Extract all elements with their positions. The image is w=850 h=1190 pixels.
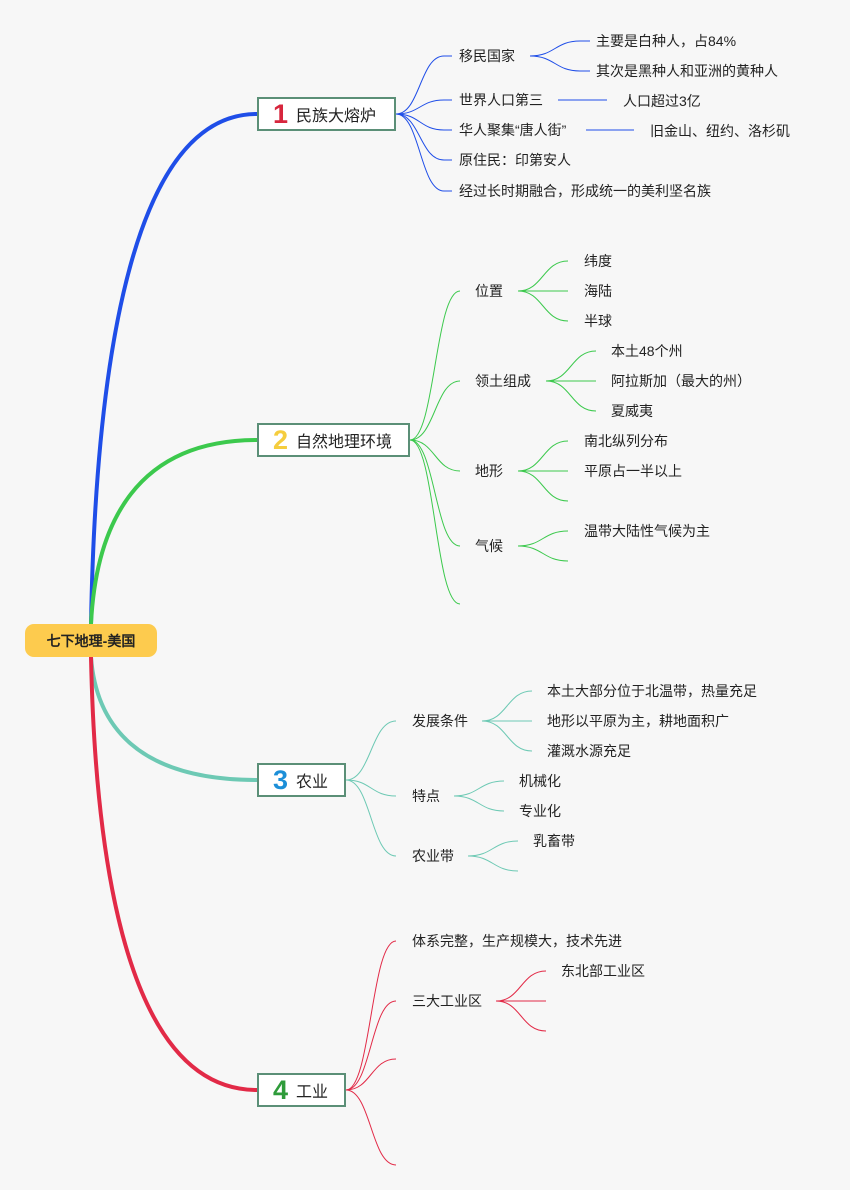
- branch4-connector-2: [345, 1058, 397, 1091]
- topic-features[interactable]: 特点: [412, 788, 440, 804]
- b3-dev-0: [481, 690, 533, 722]
- branch-topic-ethnic-melting-pot[interactable]: 1 民族大熔炉: [257, 97, 396, 131]
- topic-immigrant-country[interactable]: 移民国家: [459, 48, 515, 64]
- b2-terr-0: [517, 440, 569, 472]
- topic-specialization[interactable]: 专业化: [519, 803, 561, 819]
- topic-three-industrial-zones[interactable]: 三大工业区: [412, 993, 482, 1009]
- branch2-connector-3: [409, 439, 461, 547]
- topic-black-and-asian[interactable]: 其次是黑种人和亚洲的黄种人: [596, 63, 778, 79]
- topic-third-population[interactable]: 世界人口第三: [459, 92, 543, 108]
- topic-chinatown-cities[interactable]: 旧金山、纽约、洛杉矶: [650, 123, 790, 139]
- branch2-connector-0: [409, 290, 461, 441]
- b2-ter-2: [545, 380, 597, 412]
- topic-complete-system[interactable]: 体系完整，生产规模大，技术先进: [412, 933, 622, 949]
- b2-ter-0: [545, 350, 597, 382]
- number-2-icon: 2: [273, 424, 289, 455]
- topic-hawaii[interactable]: 夏威夷: [611, 403, 653, 419]
- branch4-connector-1: [345, 1000, 397, 1091]
- topic-chinatown[interactable]: 华人聚集“唐人街”: [459, 122, 567, 138]
- branch3-connector-2: [345, 779, 397, 857]
- branch1-sub-0: [529, 40, 581, 57]
- topic-latitude[interactable]: 纬度: [584, 253, 612, 269]
- root-connector-1: [89, 112, 258, 625]
- topic-heat-sufficient[interactable]: 本土大部分位于北温带，热量充足: [547, 683, 757, 699]
- branch2-connector-4: [409, 439, 461, 605]
- branch-topic-agriculture[interactable]: 3 农业: [257, 763, 346, 797]
- topic-over-300-million[interactable]: 人口超过3亿: [623, 93, 701, 109]
- branch2-connector-2: [409, 439, 461, 472]
- number-3-icon: 3: [273, 764, 289, 795]
- b2-terr-2: [517, 470, 569, 502]
- topic-native-americans[interactable]: 原住民：印第安人: [459, 152, 571, 168]
- b4-ind-0: [495, 970, 547, 1002]
- branch-topic-industry[interactable]: 4 工业: [257, 1073, 346, 1107]
- topic-mechanization[interactable]: 机械化: [519, 773, 561, 789]
- branch1-sub-1: [529, 55, 581, 72]
- topic-climate[interactable]: 气候: [475, 538, 503, 554]
- b3-feat-1: [453, 795, 505, 812]
- branch4-connector-0: [345, 940, 397, 1091]
- b3-belt-1: [467, 855, 519, 872]
- topic-dairy-belt[interactable]: 乳畜带: [533, 833, 575, 849]
- branch1-connector-1: [395, 99, 445, 115]
- topic-development-conditions[interactable]: 发展条件: [412, 713, 468, 729]
- b3-feat-0: [453, 780, 505, 797]
- topic-mostly-white[interactable]: 主要是白种人，占84%: [596, 33, 737, 49]
- root-topic-label: 七下地理-美国: [46, 632, 136, 649]
- branch-label: 农业: [296, 774, 329, 791]
- topic-north-south-distribution[interactable]: 南北纵列分布: [584, 433, 668, 449]
- b3-dev-2: [481, 720, 533, 752]
- branch2-connector-1: [409, 380, 461, 441]
- branch-topic-physical-geography[interactable]: 2 自然地理环境: [257, 423, 410, 457]
- topic-land-sea[interactable]: 海陆: [584, 283, 612, 299]
- topic-american-nation[interactable]: 经过长时期融合，形成统一的美利坚名族: [459, 183, 711, 199]
- topic-48-states[interactable]: 本土48个州: [611, 343, 683, 359]
- branch1-connector-0: [395, 55, 445, 115]
- root-connector-3: [89, 656, 258, 782]
- topic-plain-terrain[interactable]: 地形以平原为主，耕地面积广: [547, 713, 729, 729]
- topic-terrain[interactable]: 地形: [475, 463, 503, 479]
- topic-plains-over-half[interactable]: 平原占一半以上: [584, 463, 682, 479]
- topic-northeast-industrial-zone[interactable]: 东北部工业区: [561, 963, 645, 979]
- branch1-connector-3: [395, 113, 445, 161]
- branch-label: 工业: [296, 1084, 329, 1101]
- root-connector-4: [89, 656, 258, 1092]
- branch-label: 民族大熔炉: [296, 108, 377, 125]
- topic-hemisphere[interactable]: 半球: [584, 313, 612, 329]
- topic-alaska[interactable]: 阿拉斯加（最大的州）: [611, 373, 751, 389]
- branch4-connector-3: [345, 1089, 397, 1166]
- root-topic[interactable]: 七下地理-美国: [25, 624, 157, 657]
- branch3-connector-1: [345, 779, 397, 797]
- number-1-icon: 1: [273, 98, 289, 129]
- topic-location[interactable]: 位置: [475, 283, 503, 299]
- b2-pos-2: [517, 290, 569, 322]
- topic-irrigation[interactable]: 灌溉水源充足: [547, 743, 631, 759]
- branch3-connector-0: [345, 720, 397, 781]
- branch-label: 自然地理环境: [296, 434, 393, 451]
- b2-pos-0: [517, 260, 569, 292]
- topic-territory[interactable]: 领土组成: [475, 373, 531, 389]
- b3-belt-0: [467, 840, 519, 857]
- b4-ind-2: [495, 1000, 547, 1032]
- topic-continental-climate[interactable]: 温带大陆性气候为主: [584, 523, 710, 539]
- b2-clim-0: [517, 530, 569, 547]
- b2-clim-1: [517, 545, 569, 562]
- topic-agricultural-belts[interactable]: 农业带: [412, 848, 454, 864]
- number-4-icon: 4: [273, 1074, 289, 1105]
- branch1-connector-4: [395, 113, 445, 192]
- root-connector-2: [89, 438, 258, 625]
